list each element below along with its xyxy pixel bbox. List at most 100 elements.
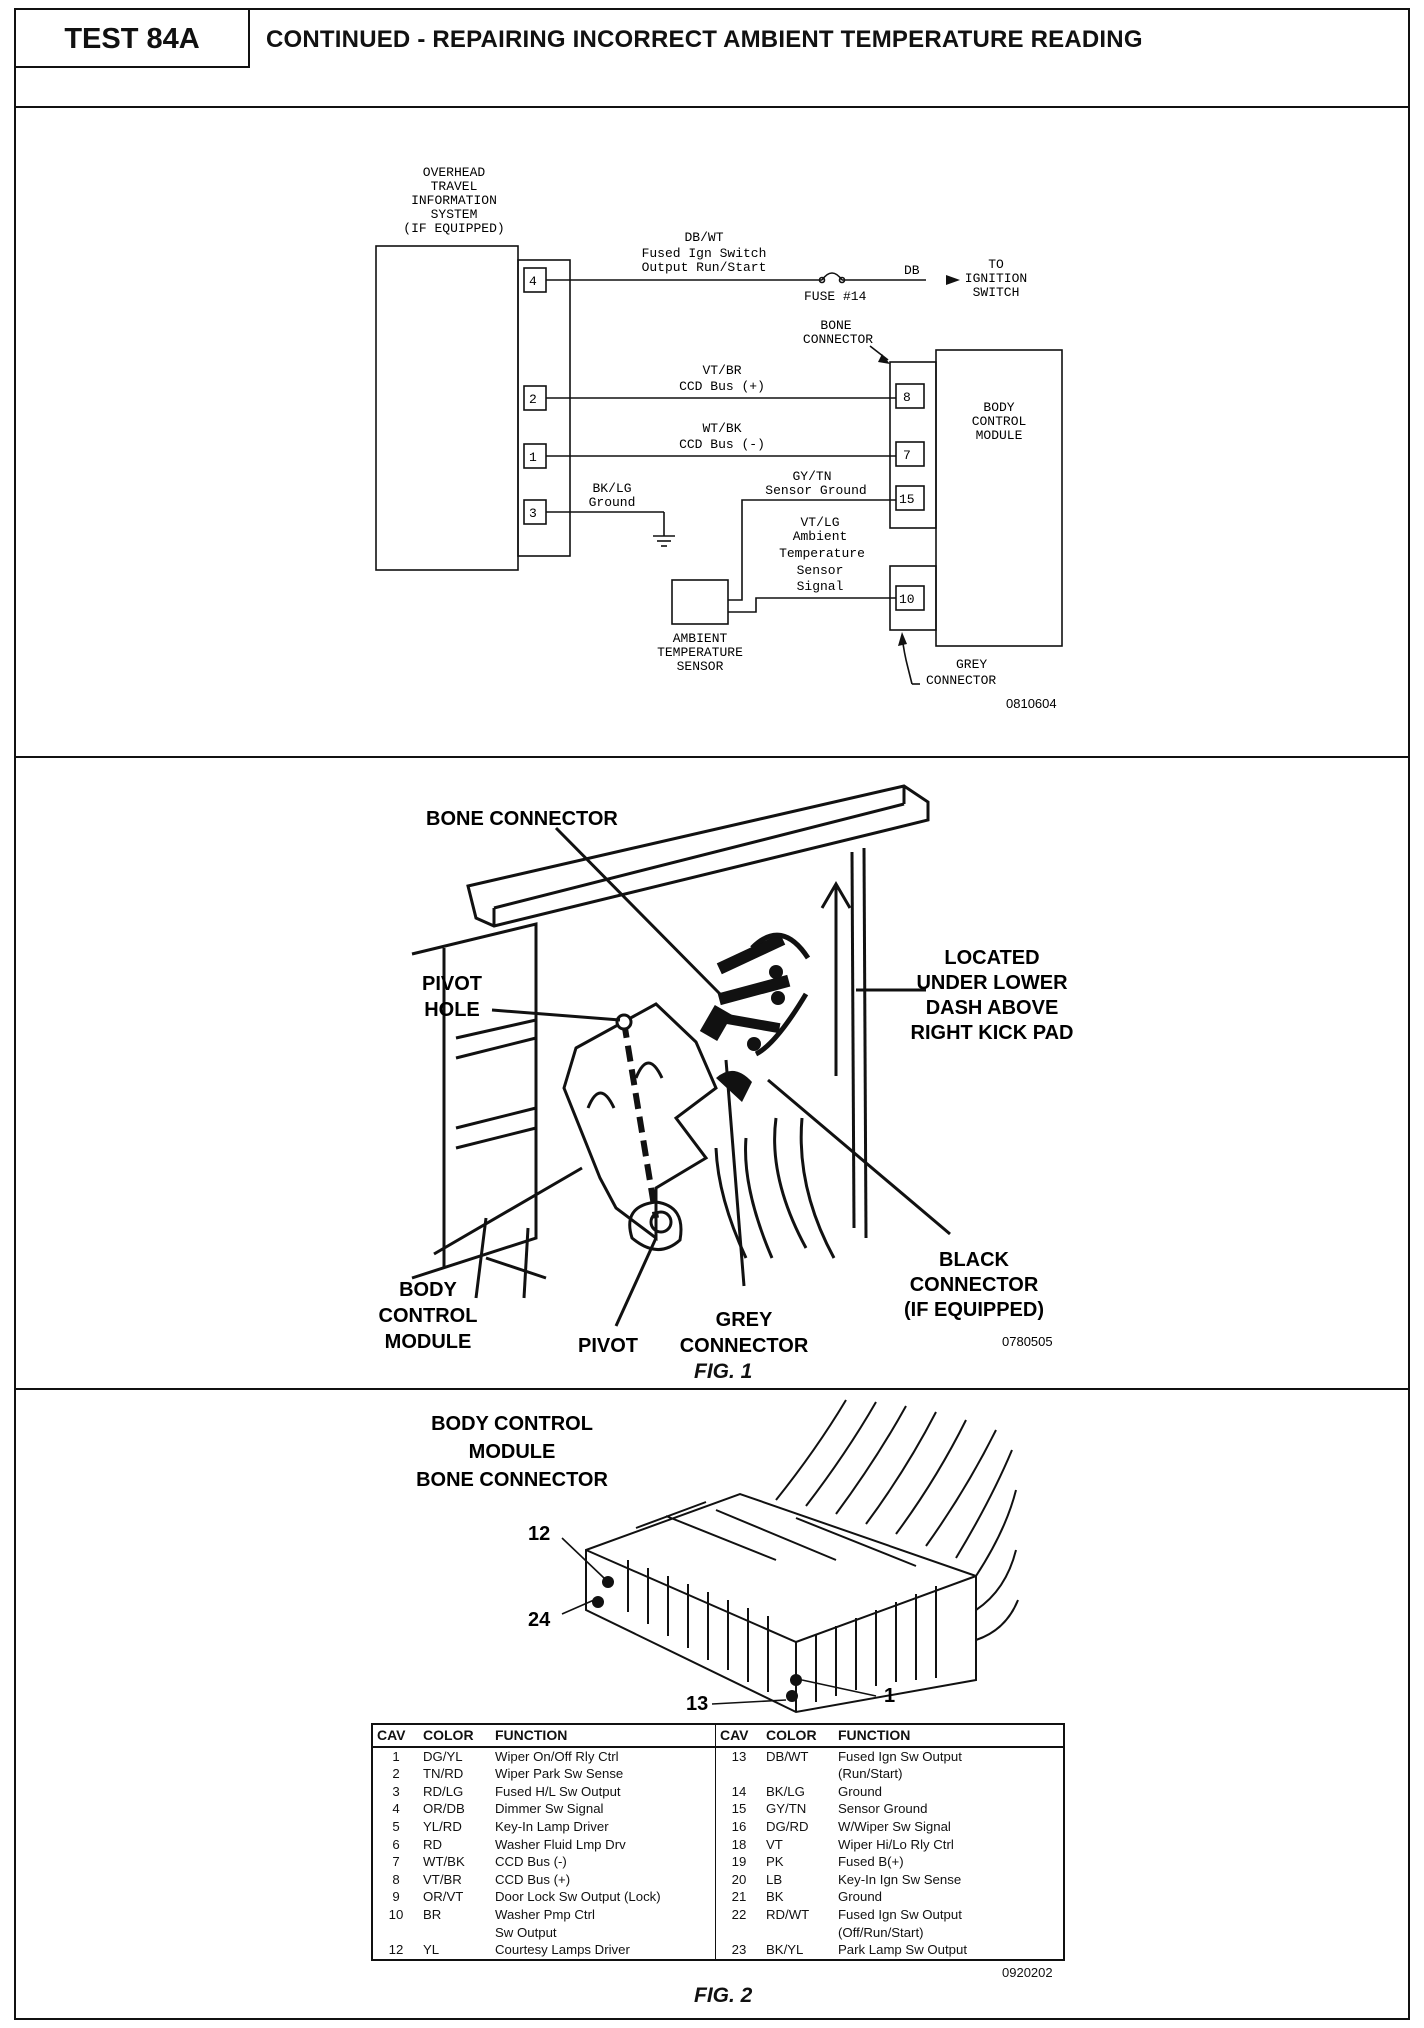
callout-1: 1 <box>884 1685 895 1707</box>
function-cell: Fused H/L Sw Output <box>495 1783 621 1799</box>
located-label-2: DASH ABOVE <box>926 997 1059 1019</box>
function-cell: Courtesy Lamps Driver <box>495 1942 630 1958</box>
fig2-code: 0920202 <box>1002 1965 1053 1980</box>
wire-10-desc-2: Sensor <box>797 563 844 578</box>
function-cell: Wiper Hi/Lo Rly Ctrl <box>838 1836 954 1852</box>
located-label-3: RIGHT KICK PAD <box>911 1022 1074 1044</box>
color-cell <box>762 1765 834 1783</box>
black-connector-label-0: BLACK <box>939 1249 1010 1271</box>
bcm-pin-15: 15 <box>899 492 915 507</box>
otis-label-0: OVERHEAD <box>423 165 486 180</box>
sensor-label-0: AMBIENT <box>673 631 728 646</box>
function-cell: Washer Pmp Ctrl <box>495 1906 595 1922</box>
function-cell: Park Lamp Sw Output <box>838 1942 968 1958</box>
color-cell: YL <box>423 1942 440 1958</box>
color-cell: DG/YL <box>423 1748 463 1764</box>
color-cell: YL/RD <box>423 1818 462 1834</box>
grey-connector-0: GREY <box>956 657 987 672</box>
grey-connector-1: CONNECTOR <box>926 673 996 688</box>
sensor-label-2: SENSOR <box>677 659 724 674</box>
fig2-title-0: BODY CONTROL <box>431 1413 593 1435</box>
to-ignition-0: TO <box>988 257 1004 272</box>
cav-cell <box>715 1765 762 1783</box>
wire-3-desc: Ground <box>589 495 636 510</box>
pivot-hole-label-0: PIVOT <box>422 973 482 995</box>
pivot-hole-label-1: HOLE <box>424 999 480 1021</box>
cav-cell: 21 <box>715 1888 762 1906</box>
function-cell: Key-In Ign Sw Sense <box>838 1871 962 1887</box>
cav-cell: 10 <box>388 1906 404 1922</box>
pin-2: 2 <box>529 392 537 407</box>
wire-15-desc: Sensor Ground <box>765 483 866 498</box>
grey-connector-label-1: CONNECTOR <box>680 1335 809 1357</box>
cav-cell: 9 <box>392 1889 400 1905</box>
color-cell: BR <box>423 1906 442 1922</box>
bcm-label-0: BODY <box>983 400 1014 415</box>
color-cell <box>419 1924 491 1942</box>
cav-cell: 7 <box>392 1854 400 1870</box>
pivot-label: PIVOT <box>578 1335 638 1357</box>
sensor-label-1: TEMPERATURE <box>657 645 743 660</box>
located-label-0: LOCATED <box>944 947 1039 969</box>
color-cell <box>762 1924 834 1942</box>
color-cell: PK <box>766 1854 784 1870</box>
otis-label-3: SYSTEM <box>431 207 478 222</box>
function-cell: Door Lock Sw Output (Lock) <box>495 1889 661 1905</box>
located-label-1: UNDER LOWER <box>916 972 1068 994</box>
cav-cell: 1 <box>392 1748 400 1764</box>
function-cell: Fused Ign Sw Output <box>838 1906 962 1922</box>
black-connector-label-2: (IF EQUIPPED) <box>904 1299 1044 1321</box>
bcm-label-1: CONTROL <box>379 1305 478 1327</box>
function-cell: (Off/Run/Start) <box>838 1924 924 1940</box>
cav-cell: 16 <box>715 1817 762 1836</box>
function-cell: Fused B(+) <box>838 1854 904 1870</box>
color-cell: RD/LG <box>423 1783 464 1799</box>
function-cell: Ground <box>838 1783 882 1799</box>
bcm-label-0: BODY <box>399 1279 457 1301</box>
cav-cell: 2 <box>392 1766 400 1782</box>
fig2-caption: FIG. 2 <box>694 1984 753 2007</box>
cav-cell: 23 <box>715 1941 762 1960</box>
wire-1-color: WT/BK <box>702 421 741 436</box>
bcm-pin-8: 8 <box>903 390 911 405</box>
bcm-box <box>935 349 1063 647</box>
wire-15-color: GY/TN <box>792 469 831 484</box>
col-function: FUNCTION <box>491 1724 716 1748</box>
color-cell: BK <box>766 1889 784 1905</box>
cav-cell: 18 <box>715 1835 762 1854</box>
wire-10-desc-3: Signal <box>797 579 844 594</box>
callout-13: 13 <box>686 1693 708 1715</box>
color-cell: BK/LG <box>766 1783 805 1799</box>
ambient-sensor-box <box>671 579 729 625</box>
test-id: TEST 84A <box>16 10 250 68</box>
to-ignition-1: IGNITION <box>965 271 1027 286</box>
function-cell: Key-In Lamp Driver <box>495 1818 609 1834</box>
callout-12: 12 <box>528 1523 550 1545</box>
wire-2-desc: CCD Bus (+) <box>679 379 765 394</box>
wire-4-color: DB/WT <box>684 230 723 245</box>
otis-module-box <box>375 245 519 571</box>
color-cell: OR/DB <box>423 1801 465 1817</box>
wire-3-color: BK/LG <box>592 481 631 496</box>
fig2-title-1: MODULE <box>469 1441 556 1463</box>
cav-cell: 15 <box>715 1800 762 1818</box>
bcm-label-1: CONTROL <box>972 414 1027 429</box>
color-cell: WT/BK <box>423 1854 465 1870</box>
function-cell: Wiper Park Sw Sense <box>495 1766 624 1782</box>
function-cell: W/Wiper Sw Signal <box>838 1818 951 1834</box>
col-function-2: FUNCTION <box>834 1724 1064 1748</box>
cav-cell: 12 <box>388 1942 404 1958</box>
col-color: COLOR <box>419 1724 491 1748</box>
bcm-pin-10: 10 <box>899 592 915 607</box>
bcm-label-2: MODULE <box>385 1331 472 1353</box>
color-cell: DB/WT <box>766 1748 809 1764</box>
otis-label-4: (IF EQUIPPED) <box>403 221 504 236</box>
cav-cell <box>715 1923 762 1942</box>
fuse-out-color: DB <box>904 263 920 278</box>
cav-cell: 3 <box>392 1783 400 1799</box>
table-row: Sw Output(Off/Run/Start) <box>372 1923 1064 1942</box>
